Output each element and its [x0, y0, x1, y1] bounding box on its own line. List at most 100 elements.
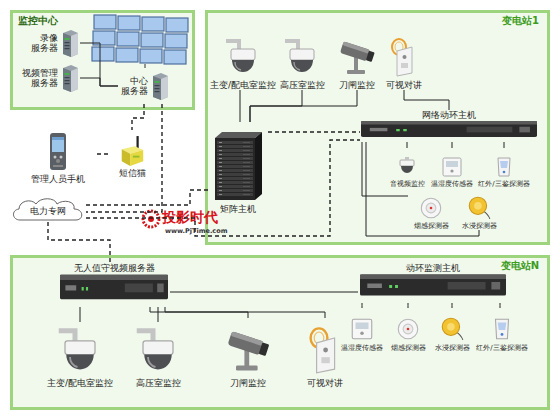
icon-rect	[60, 275, 168, 280]
connector	[452, 303, 453, 308]
icon-circle	[430, 207, 433, 210]
icon-rect	[243, 142, 250, 143]
device-icon	[337, 34, 377, 80]
icon-circle	[54, 155, 57, 158]
icon-path	[294, 62, 300, 70]
icon-rect	[219, 158, 222, 159]
icon-rect	[243, 158, 250, 159]
monitoring-center-box: 监控中心录像 服务器视频管理 服务器 中心 服务器	[10, 10, 195, 110]
icon-svg	[349, 314, 375, 344]
icon-rect	[219, 154, 222, 155]
group-title: 变电站1	[502, 15, 539, 27]
camera-node: 高压室监控	[128, 322, 188, 388]
icon-svg	[133, 326, 183, 378]
icon-circle	[403, 324, 413, 334]
icon-rect	[448, 282, 486, 290]
cloud-label: 电力专网	[30, 206, 66, 216]
icon-rect	[217, 189, 253, 192]
icon-rect	[53, 165, 63, 167]
connector	[452, 142, 453, 148]
icon-rect	[443, 158, 461, 176]
icon-path	[498, 322, 507, 330]
connector	[362, 303, 363, 308]
icon-rect	[217, 145, 253, 148]
device-label: 视频管理 服务器	[18, 68, 58, 89]
icon-rect	[65, 45, 70, 46]
device-icon	[361, 120, 537, 138]
server-node: 录像 服务器	[18, 28, 80, 58]
connector	[407, 142, 408, 148]
icon-svg	[60, 29, 80, 57]
icon-rect	[133, 155, 140, 157]
icon-rect	[217, 141, 253, 144]
icon-path	[496, 319, 509, 339]
connector	[404, 90, 449, 110]
icon-rect	[65, 42, 70, 43]
icon-path	[63, 68, 71, 92]
device-icon	[224, 322, 272, 378]
device-label: 无人值守视频服务器	[74, 263, 155, 273]
device-label: 音视频监控	[390, 180, 425, 188]
device-icon	[307, 322, 343, 378]
connector	[158, 307, 159, 322]
icon-rect	[65, 48, 70, 49]
device-label: 主变/配电室监控	[210, 80, 276, 90]
icon-rect	[243, 166, 250, 167]
icon-rect	[396, 129, 400, 131]
connector	[362, 142, 408, 196]
icon-circle	[421, 198, 441, 218]
icon-rect	[243, 174, 250, 175]
icon-rect	[219, 150, 222, 151]
sms-modem-node: 短信猫	[108, 130, 156, 178]
icon-rect	[243, 182, 250, 183]
device-icon	[395, 154, 419, 180]
icon-circle	[469, 197, 486, 214]
icon-svg	[418, 194, 444, 222]
icon-path	[153, 76, 161, 100]
device-label: 中心 服务器	[120, 76, 148, 97]
icon-rect	[403, 129, 407, 131]
icon-rect	[519, 127, 530, 133]
icon-rect	[219, 146, 222, 147]
watermark-logo	[143, 211, 159, 227]
icon-path	[161, 76, 168, 100]
icon-g	[340, 41, 375, 63]
connector	[80, 78, 118, 86]
icon-rect	[65, 83, 70, 84]
device-label: 红外/三鉴探测器	[476, 344, 527, 352]
icon-svg	[492, 154, 516, 180]
connector	[150, 307, 248, 318]
dashed-connector	[48, 222, 110, 263]
video-wall-screen	[93, 31, 115, 45]
video-wall-screen	[116, 48, 138, 62]
icon-rect	[52, 137, 64, 152]
group-title: 监控中心	[18, 15, 58, 27]
device-label: 刀闸监控	[230, 378, 266, 388]
icon-path	[63, 33, 71, 57]
icon-rect	[340, 41, 370, 61]
device-icon	[55, 326, 105, 378]
device-label: 可视对讲	[307, 378, 343, 388]
device-icon	[282, 36, 322, 80]
video-wall-screen	[164, 50, 186, 64]
device-icon	[133, 326, 183, 378]
sensor-node: 音视频监控	[385, 148, 429, 188]
icon-rect	[217, 185, 253, 188]
sensor-node: 红外/三鉴探测器	[474, 148, 534, 188]
device-icon	[439, 314, 465, 344]
icon-circle	[60, 155, 63, 158]
dashed-connector	[94, 153, 108, 154]
icon-svg	[282, 36, 322, 80]
icon-circle	[450, 169, 453, 172]
icon-path	[70, 357, 78, 367]
matrix-host-node: 矩阵主机	[208, 122, 268, 214]
icon-rect	[231, 49, 255, 60]
sensor-node: 烟感探测器	[408, 190, 454, 230]
camera-node: 刀闸监控	[222, 318, 274, 388]
icon-svg	[489, 314, 515, 344]
icon-rect	[215, 138, 255, 200]
icon-rect	[219, 174, 222, 175]
icon-rect	[65, 286, 76, 291]
connector	[250, 90, 357, 122]
icon-rect	[401, 63, 408, 68]
